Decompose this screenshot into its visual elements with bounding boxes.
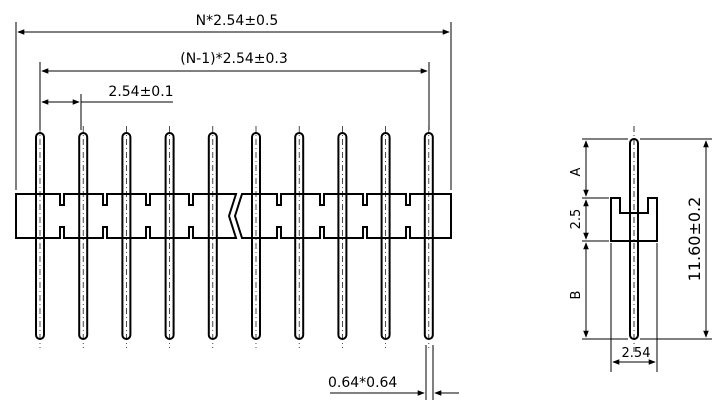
pitch-label: 2.54±0.1 (108, 84, 173, 100)
width-label: 2.54 (622, 346, 651, 361)
overall-length-dimension: N*2.54±0.5 (15, 13, 452, 190)
end-to-end-pitch-dimension: (N-1)*2.54±0.3 (39, 51, 430, 130)
dim-insulator-label: 2.5 (569, 209, 584, 230)
side-view: A 2.5 B 11.60±0.2 2.54 (569, 126, 712, 372)
overall-length-label: N*2.54±0.5 (196, 13, 279, 29)
dim-insulator: 2.5 (569, 199, 589, 240)
pins-group (35, 126, 434, 348)
dim-b-label: B (569, 291, 584, 300)
total-length-dimension: 11.60±0.2 (640, 138, 712, 340)
dim-a: A (569, 140, 589, 197)
total-length-label: 11.60±0.2 (685, 197, 704, 282)
dim-b: B (569, 242, 589, 338)
dim-a-label: A (569, 167, 584, 176)
pitch-dimension: 2.54±0.1 (39, 84, 174, 130)
pin-section-dimension: 0.64*0.64 (328, 345, 459, 400)
insulator-body (15, 193, 452, 239)
pin-section-label: 0.64*0.64 (328, 375, 397, 391)
front-view: N*2.54±0.5 (N-1)*2.54±0.3 2.54±0.1 (15, 13, 459, 400)
end-to-end-pitch-label: (N-1)*2.54±0.3 (180, 51, 288, 67)
width-dimension: 2.54 (610, 243, 658, 372)
